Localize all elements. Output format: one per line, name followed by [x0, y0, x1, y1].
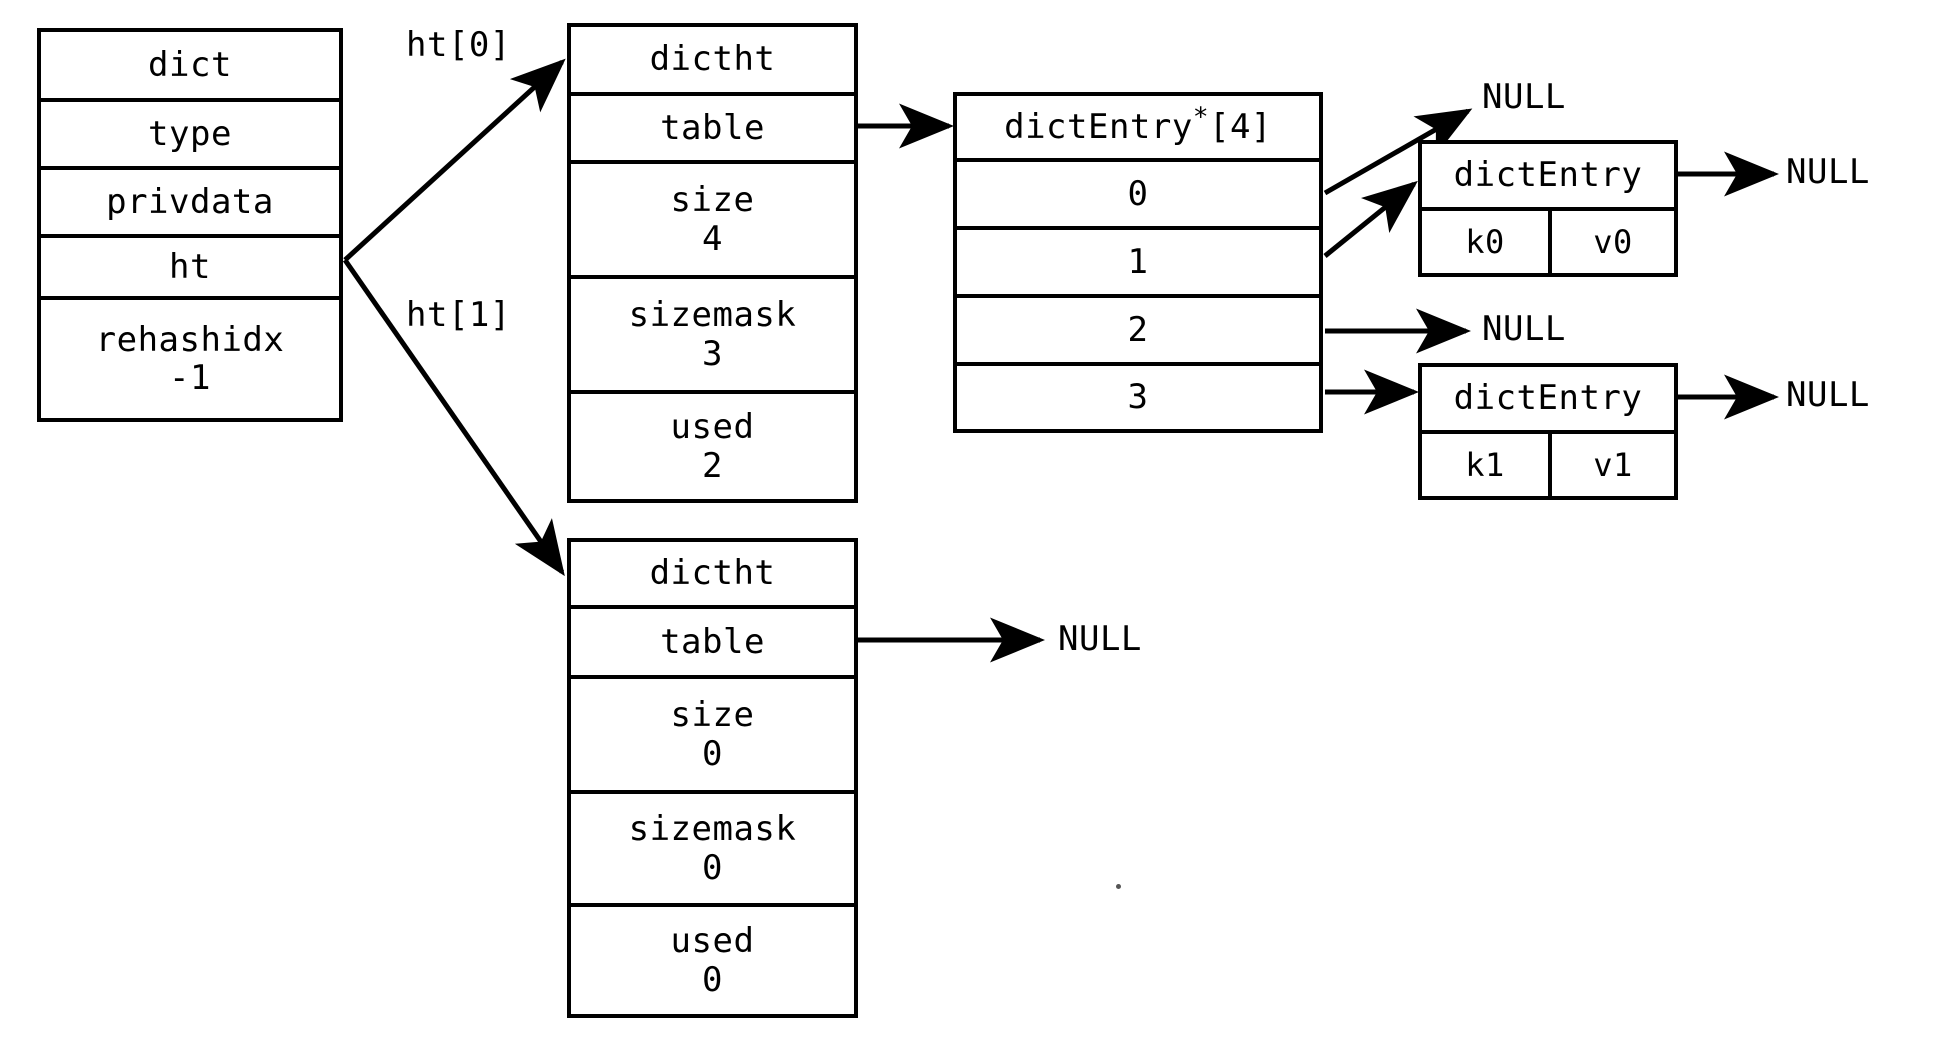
dict-row-name: dict [41, 32, 339, 98]
scan-speck [1116, 884, 1121, 889]
dictht0-row-value: 3 [702, 333, 723, 374]
null-entry0-next: NULL [1786, 152, 1870, 192]
bucket-row-2: 2 [957, 294, 1319, 362]
dictht1-row-sizemask: sizemask 0 [571, 790, 854, 903]
dict-row-label: dict [148, 44, 232, 85]
bucket-index-label: 3 [1127, 377, 1149, 418]
bucket-index-label: 1 [1127, 241, 1149, 282]
dict-row-label: type [148, 113, 232, 154]
dictht1-row-name: dictht [571, 542, 854, 605]
dict-row-ht: ht [41, 234, 339, 296]
dictht1-row-table: table [571, 605, 854, 675]
entry1-header: dictEntry [1422, 367, 1674, 430]
null-entry1-next: NULL [1786, 375, 1870, 415]
dictht0-box: dictht table size 4 sizemask 3 used 2 [567, 23, 858, 503]
entry0-value-cell: v0 [1548, 211, 1674, 273]
null-dictht1-table: NULL [1058, 619, 1142, 659]
dict-row-rehashidx: rehashidx -1 [41, 296, 339, 418]
dictht1-row-label: sizemask [628, 809, 797, 850]
arrow-ht0 [343, 58, 566, 262]
dict-row-label: ht [169, 246, 211, 287]
bucket-array-type: dictEntry [1004, 106, 1193, 147]
bucket-array-count: [4] [1208, 106, 1272, 147]
dictht1-row-used: used 0 [571, 903, 854, 1014]
dict-row-label: rehashidx [95, 319, 285, 360]
dict-row-privdata: privdata [41, 166, 339, 234]
bucket-row-3: 3 [957, 362, 1319, 429]
entry0-key-cell: k0 [1465, 223, 1505, 261]
dictht1-row-label: used [670, 921, 755, 962]
dictht0-row-label: size [670, 180, 755, 221]
pointer-star-icon: * [1192, 102, 1209, 133]
dict-row-value: -1 [169, 358, 211, 398]
dictht1-row-label: size [670, 695, 755, 736]
dictht1-row-value: 0 [702, 959, 723, 1000]
arrow-bucket1-entry0 [1323, 180, 1418, 258]
entry1-box: dictEntry k1 v1 [1418, 363, 1678, 500]
entry0-kv-row: k0 v0 [1422, 207, 1674, 273]
dict-row-type: type [41, 98, 339, 166]
null-bucket0: NULL [1482, 77, 1566, 117]
bucket-row-1: 1 [957, 226, 1319, 294]
dict-row-label: privdata [106, 181, 274, 222]
entry0-header-label: dictEntry [1453, 155, 1643, 196]
dictht1-box: dictht table size 0 sizemask 0 used 0 [567, 538, 858, 1018]
dictht0-row-value: 2 [702, 445, 723, 486]
dictht1-row-value: 0 [702, 847, 723, 888]
dictht0-row-sizemask: sizemask 3 [571, 275, 854, 390]
bucket-index-label: 0 [1127, 173, 1149, 214]
bucket-index-label: 2 [1127, 309, 1149, 350]
dict-struct-box: dict type privdata ht rehashidx -1 [37, 28, 343, 422]
bucket-array-header: dictEntry*[4] [957, 96, 1319, 158]
dictht1-row-value: 0 [702, 733, 723, 774]
dictht0-row-label: sizemask [628, 295, 797, 336]
entry0-box: dictEntry k0 v0 [1418, 140, 1678, 277]
dictht0-row-table: table [571, 92, 854, 160]
null-bucket2: NULL [1482, 309, 1566, 349]
entry0-header: dictEntry [1422, 144, 1674, 207]
bucket-array-header-label: dictEntry*[4] [1004, 105, 1272, 147]
dictht0-row-label: dictht [649, 39, 776, 80]
entry1-kv-row: k1 v1 [1422, 430, 1674, 496]
label-ht0: ht[0] [406, 25, 511, 65]
dictht1-row-size: size 0 [571, 675, 854, 790]
label-ht1: ht[1] [406, 295, 511, 335]
dictht1-row-label: table [660, 621, 765, 662]
dictht0-row-label: used [670, 407, 755, 448]
dictht0-row-used: used 2 [571, 390, 854, 499]
dictht0-row-name: dictht [571, 27, 854, 92]
entry1-value-cell: v1 [1548, 434, 1674, 496]
entry1-header-label: dictEntry [1453, 378, 1643, 419]
dictht1-row-label: dictht [649, 553, 776, 594]
dictht0-row-size: size 4 [571, 160, 854, 275]
bucket-array-box: dictEntry*[4] 0 1 2 3 [953, 92, 1323, 433]
dictht0-row-value: 4 [702, 218, 723, 259]
entry1-key-cell: k1 [1465, 446, 1505, 484]
bucket-row-0: 0 [957, 158, 1319, 226]
dictht0-row-label: table [660, 107, 765, 148]
